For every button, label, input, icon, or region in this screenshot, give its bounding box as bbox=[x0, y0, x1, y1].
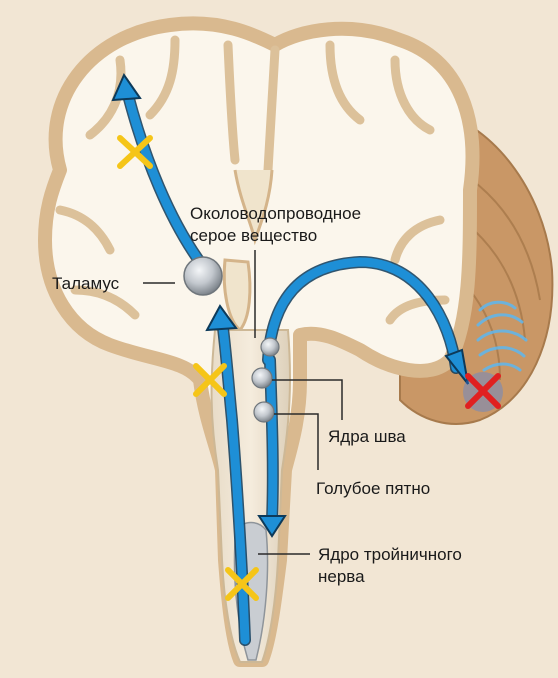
locus-label: Голубое пятно bbox=[316, 479, 430, 499]
thalamus-nucleus bbox=[184, 257, 222, 295]
locus-nucleus bbox=[254, 402, 274, 422]
trigeminal-label-line1: Ядро тройничного bbox=[318, 545, 462, 565]
pag-nucleus bbox=[261, 338, 279, 356]
pag-label-line1: Околоводопроводное bbox=[190, 204, 361, 224]
raphe-nucleus bbox=[252, 368, 272, 388]
pag-label-line2: серое вещество bbox=[190, 226, 317, 246]
trigeminal-label-line2: нерва bbox=[318, 567, 365, 587]
raphe-label: Ядра шва bbox=[328, 427, 406, 447]
thalamus-label: Таламус bbox=[52, 274, 119, 294]
